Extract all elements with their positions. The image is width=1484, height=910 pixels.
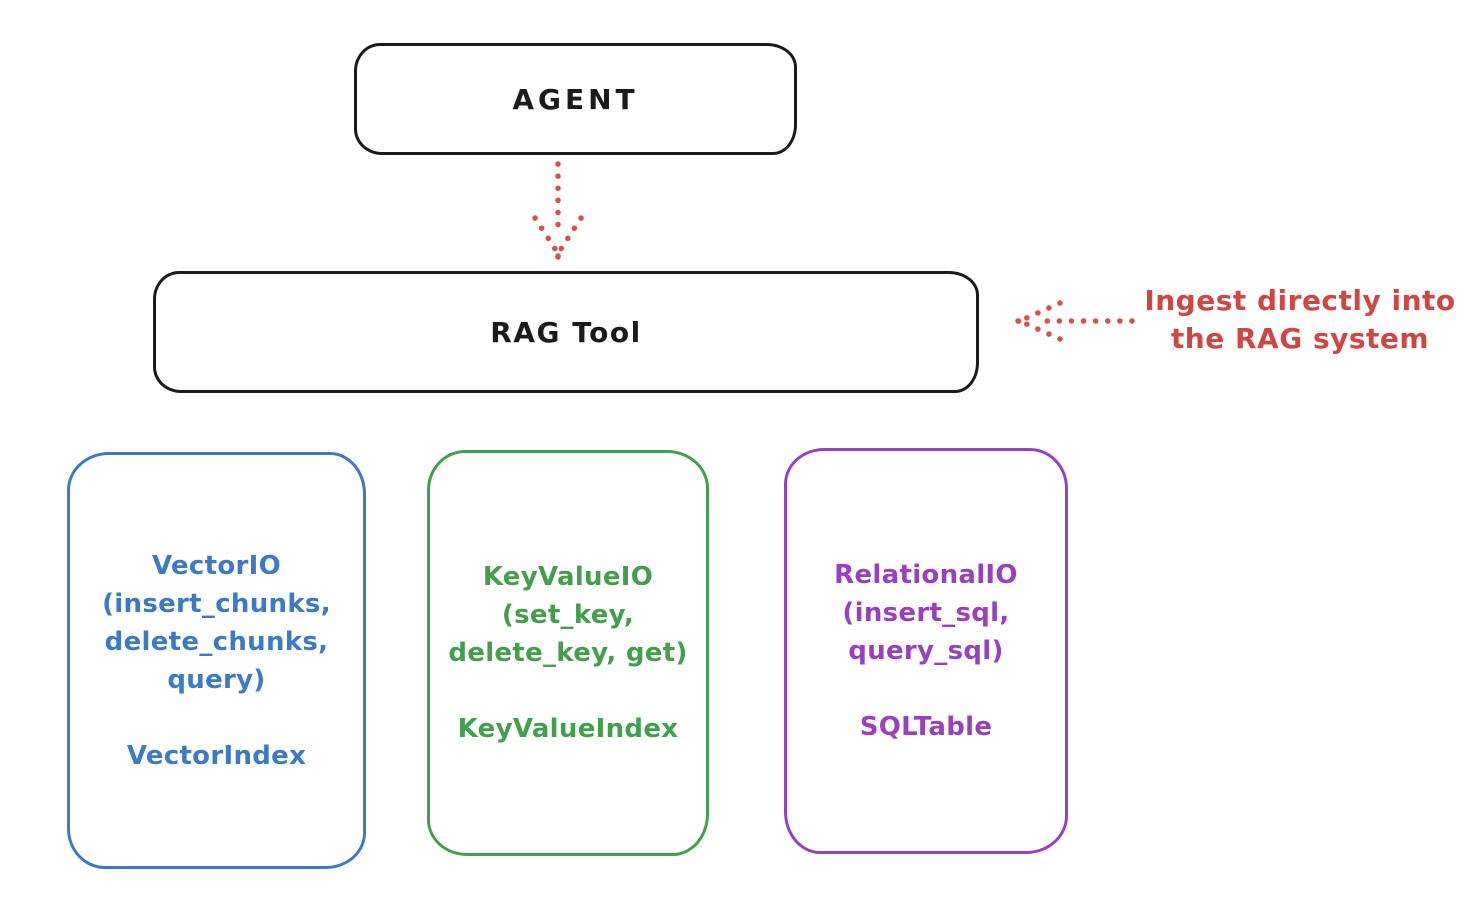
vector-io-methods-line1: (insert_chunks, xyxy=(102,588,331,619)
relational-io-methods-line1: (insert_sql, xyxy=(842,598,1010,628)
vector-index-label: VectorIndex xyxy=(126,740,307,771)
vector-io-methods-line3: query) xyxy=(167,664,266,695)
relational-io-node: RelationalIO (insert_sql, query_sql) SQL… xyxy=(784,448,1068,854)
arrow-annotation-to-ragtool-icon xyxy=(1015,300,1135,342)
relational-io-title: RelationalIO xyxy=(834,560,1018,590)
keyvalue-io-methods-line2: delete_key, get) xyxy=(448,638,688,668)
rag-tool-label: RAG Tool xyxy=(490,315,642,349)
sql-table-label: SQLTable xyxy=(859,712,993,742)
vector-io-node: VectorIO (insert_chunks, delete_chunks, … xyxy=(67,452,366,869)
agent-label: AGENT xyxy=(512,82,639,116)
arrow-agent-to-ragtool-icon xyxy=(532,161,584,260)
vector-io-title: VectorIO xyxy=(151,550,282,581)
vector-io-methods-line2: delete_chunks, xyxy=(104,626,329,657)
rag-tool-node: RAG Tool xyxy=(153,271,979,393)
ingest-annotation: Ingest directly into the RAG system xyxy=(1122,282,1478,358)
keyvalue-io-node: KeyValueIO (set_key, delete_key, get) Ke… xyxy=(427,450,709,856)
keyvalue-index-label: KeyValueIndex xyxy=(457,714,679,744)
relational-io-methods-line2: query_sql) xyxy=(848,636,1004,666)
keyvalue-io-title: KeyValueIO xyxy=(482,562,654,592)
ingest-annotation-line2: the RAG system xyxy=(1170,322,1430,355)
ingest-annotation-line1: Ingest directly into xyxy=(1144,284,1456,317)
keyvalue-io-methods-line1: (set_key, xyxy=(501,600,635,630)
agent-node: AGENT xyxy=(354,43,797,155)
